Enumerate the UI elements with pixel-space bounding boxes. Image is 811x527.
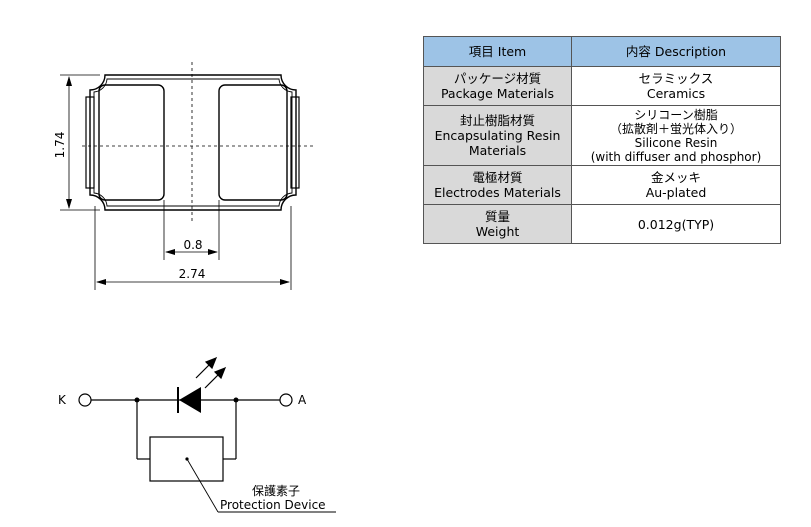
width-dimension-label: 2.74 — [179, 267, 206, 281]
circuit-diagram: K A 保護素子 Protection Device — [58, 356, 336, 513]
cathode-terminal — [78, 393, 92, 407]
anode-label: A — [298, 393, 307, 407]
led-triangle — [179, 387, 201, 413]
gap-dimension-label: 0.8 — [183, 238, 202, 252]
light-emission-arrows — [195, 356, 227, 389]
header-item: 項目 Item — [423, 36, 572, 67]
cathode-pad-tab — [85, 96, 95, 189]
table-row: 電極材質 Electrodes Materials 金メッキ Au-plated — [423, 165, 781, 205]
specification-table: 項目 Item 内容 Description パッケージ材質 Package M… — [423, 36, 781, 244]
anode-pad-tab — [290, 96, 300, 189]
item-cell: パッケージ材質 Package Materials — [423, 66, 572, 106]
item-cell: 封止樹脂材質 Encapsulating Resin Materials — [423, 105, 572, 166]
table-row: 質量 Weight 0.012g(TYP) — [423, 204, 781, 244]
description-cell: 金メッキ Au-plated — [571, 165, 781, 205]
cathode-label: K — [58, 393, 67, 407]
description-cell: 0.012g(TYP) — [571, 204, 781, 244]
anode-pad — [218, 84, 288, 201]
protection-device-leader — [186, 458, 219, 513]
description-cell: セラミックス Ceramics — [571, 66, 781, 106]
header-description: 内容 Description — [571, 36, 781, 67]
package-outline-inner — [93, 78, 293, 207]
description-cell: シリコーン樹脂 （拡散剤＋蛍光体入り） Silicone Resin (with… — [571, 105, 781, 166]
table-row: パッケージ材質 Package Materials セラミックス Ceramic… — [423, 66, 781, 106]
cathode-pad — [98, 84, 165, 201]
height-dimension-label: 1.74 — [53, 132, 67, 159]
protection-device-label-jp: 保護素子 — [252, 483, 300, 498]
item-cell: 質量 Weight — [423, 204, 572, 244]
table-header-row: 項目 Item 内容 Description — [423, 36, 781, 67]
table-row: 封止樹脂材質 Encapsulating Resin Materials シリコ… — [423, 105, 781, 166]
package-outline — [89, 74, 297, 211]
protection-device-label-en: Protection Device — [220, 498, 326, 512]
item-cell: 電極材質 Electrodes Materials — [423, 165, 572, 205]
anode-terminal — [279, 393, 293, 407]
